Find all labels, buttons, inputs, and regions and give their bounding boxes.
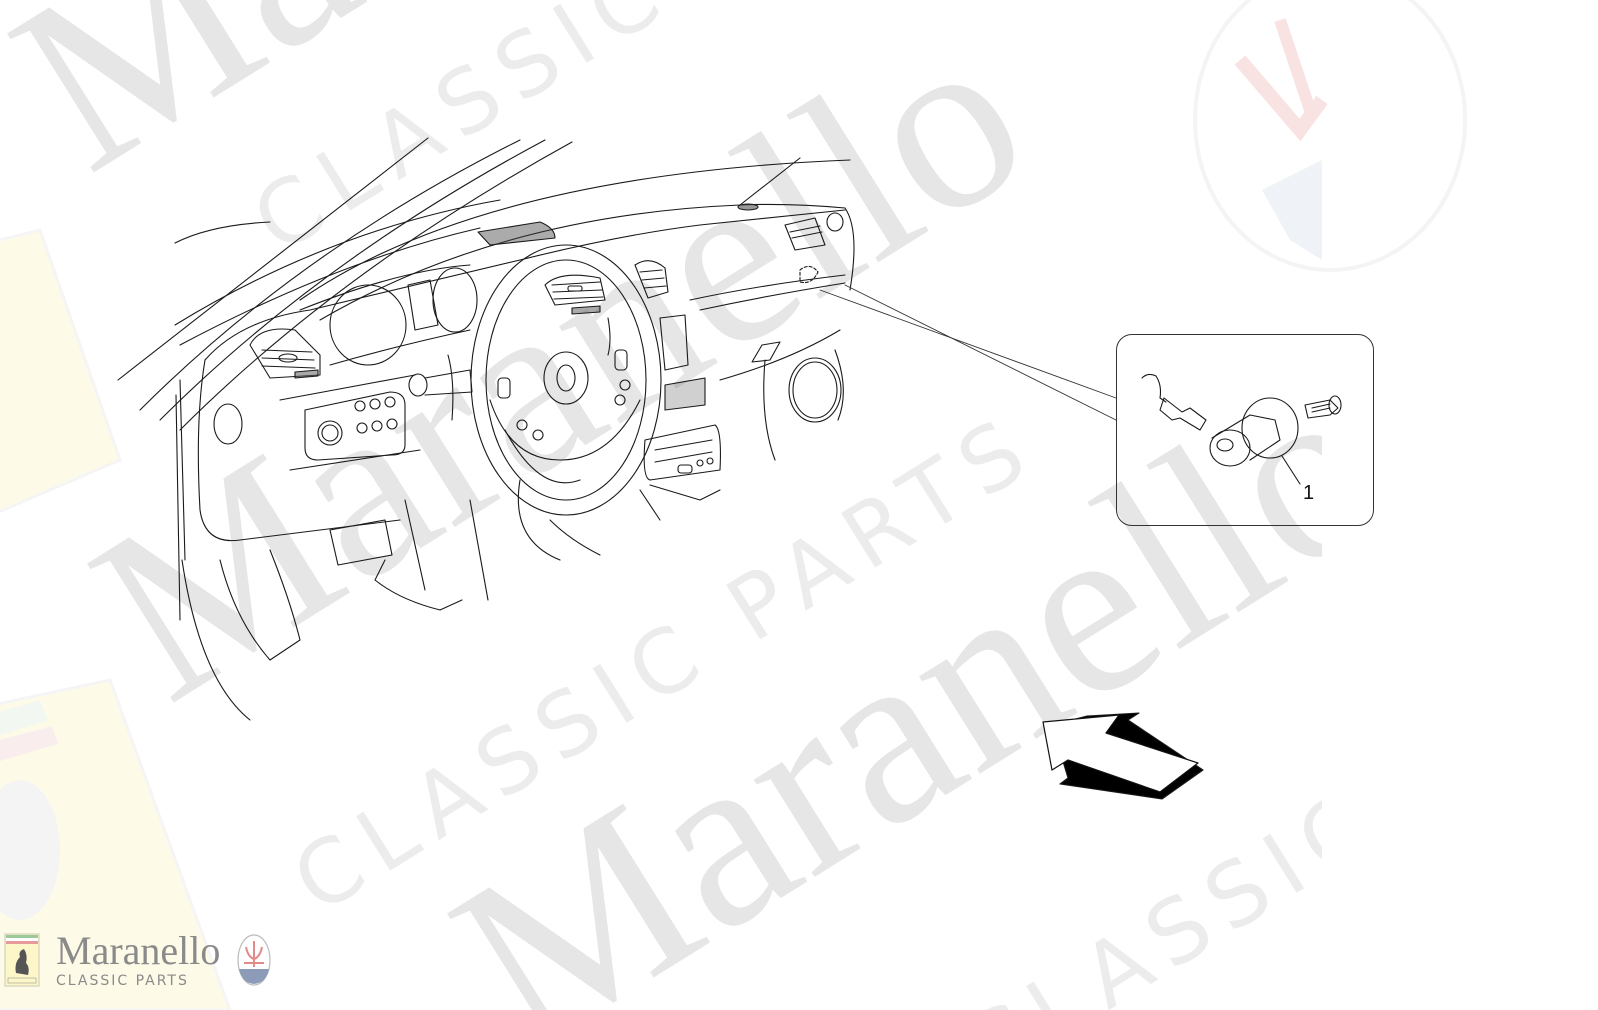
dashboard-left-end <box>175 359 401 721</box>
lower-dashboard <box>219 479 601 661</box>
ferrari-watermark-shield-icon <box>0 228 232 1010</box>
switch-panel <box>279 374 421 471</box>
brand-subtitle: CLASSIC PARTS <box>56 973 189 989</box>
center-air-vents <box>544 260 669 315</box>
part-callout-frame <box>1116 334 1374 526</box>
glovebox-handle <box>751 341 781 363</box>
ferrari-shield-icon <box>4 933 40 987</box>
maserati-trident-icon <box>556 364 576 392</box>
turn-signal-stalk <box>408 354 473 421</box>
maserati-watermark-oval-icon <box>1193 0 1467 272</box>
brand-logo: Maranello CLASSIC PARTS <box>4 930 272 990</box>
right-dashboard-glovebox <box>689 212 846 381</box>
view-direction-arrow-icon <box>1042 712 1204 800</box>
center-console <box>639 314 721 521</box>
defrost-grille <box>477 203 759 246</box>
brand-name: Maranello <box>56 928 221 973</box>
left-air-vent <box>249 328 321 379</box>
windshield-lines <box>117 137 573 431</box>
part-number-label[interactable]: 1 <box>1303 482 1315 504</box>
steering-wheel <box>470 244 662 516</box>
lock-cylinder-icon <box>1141 373 1342 485</box>
glovebox-lock-location <box>799 265 819 284</box>
instrument-cluster <box>299 264 478 366</box>
door-speaker <box>763 349 844 461</box>
dashboard-top <box>204 157 855 361</box>
callout-leader-lines <box>819 284 1117 421</box>
maserati-trident-icon <box>237 934 271 986</box>
